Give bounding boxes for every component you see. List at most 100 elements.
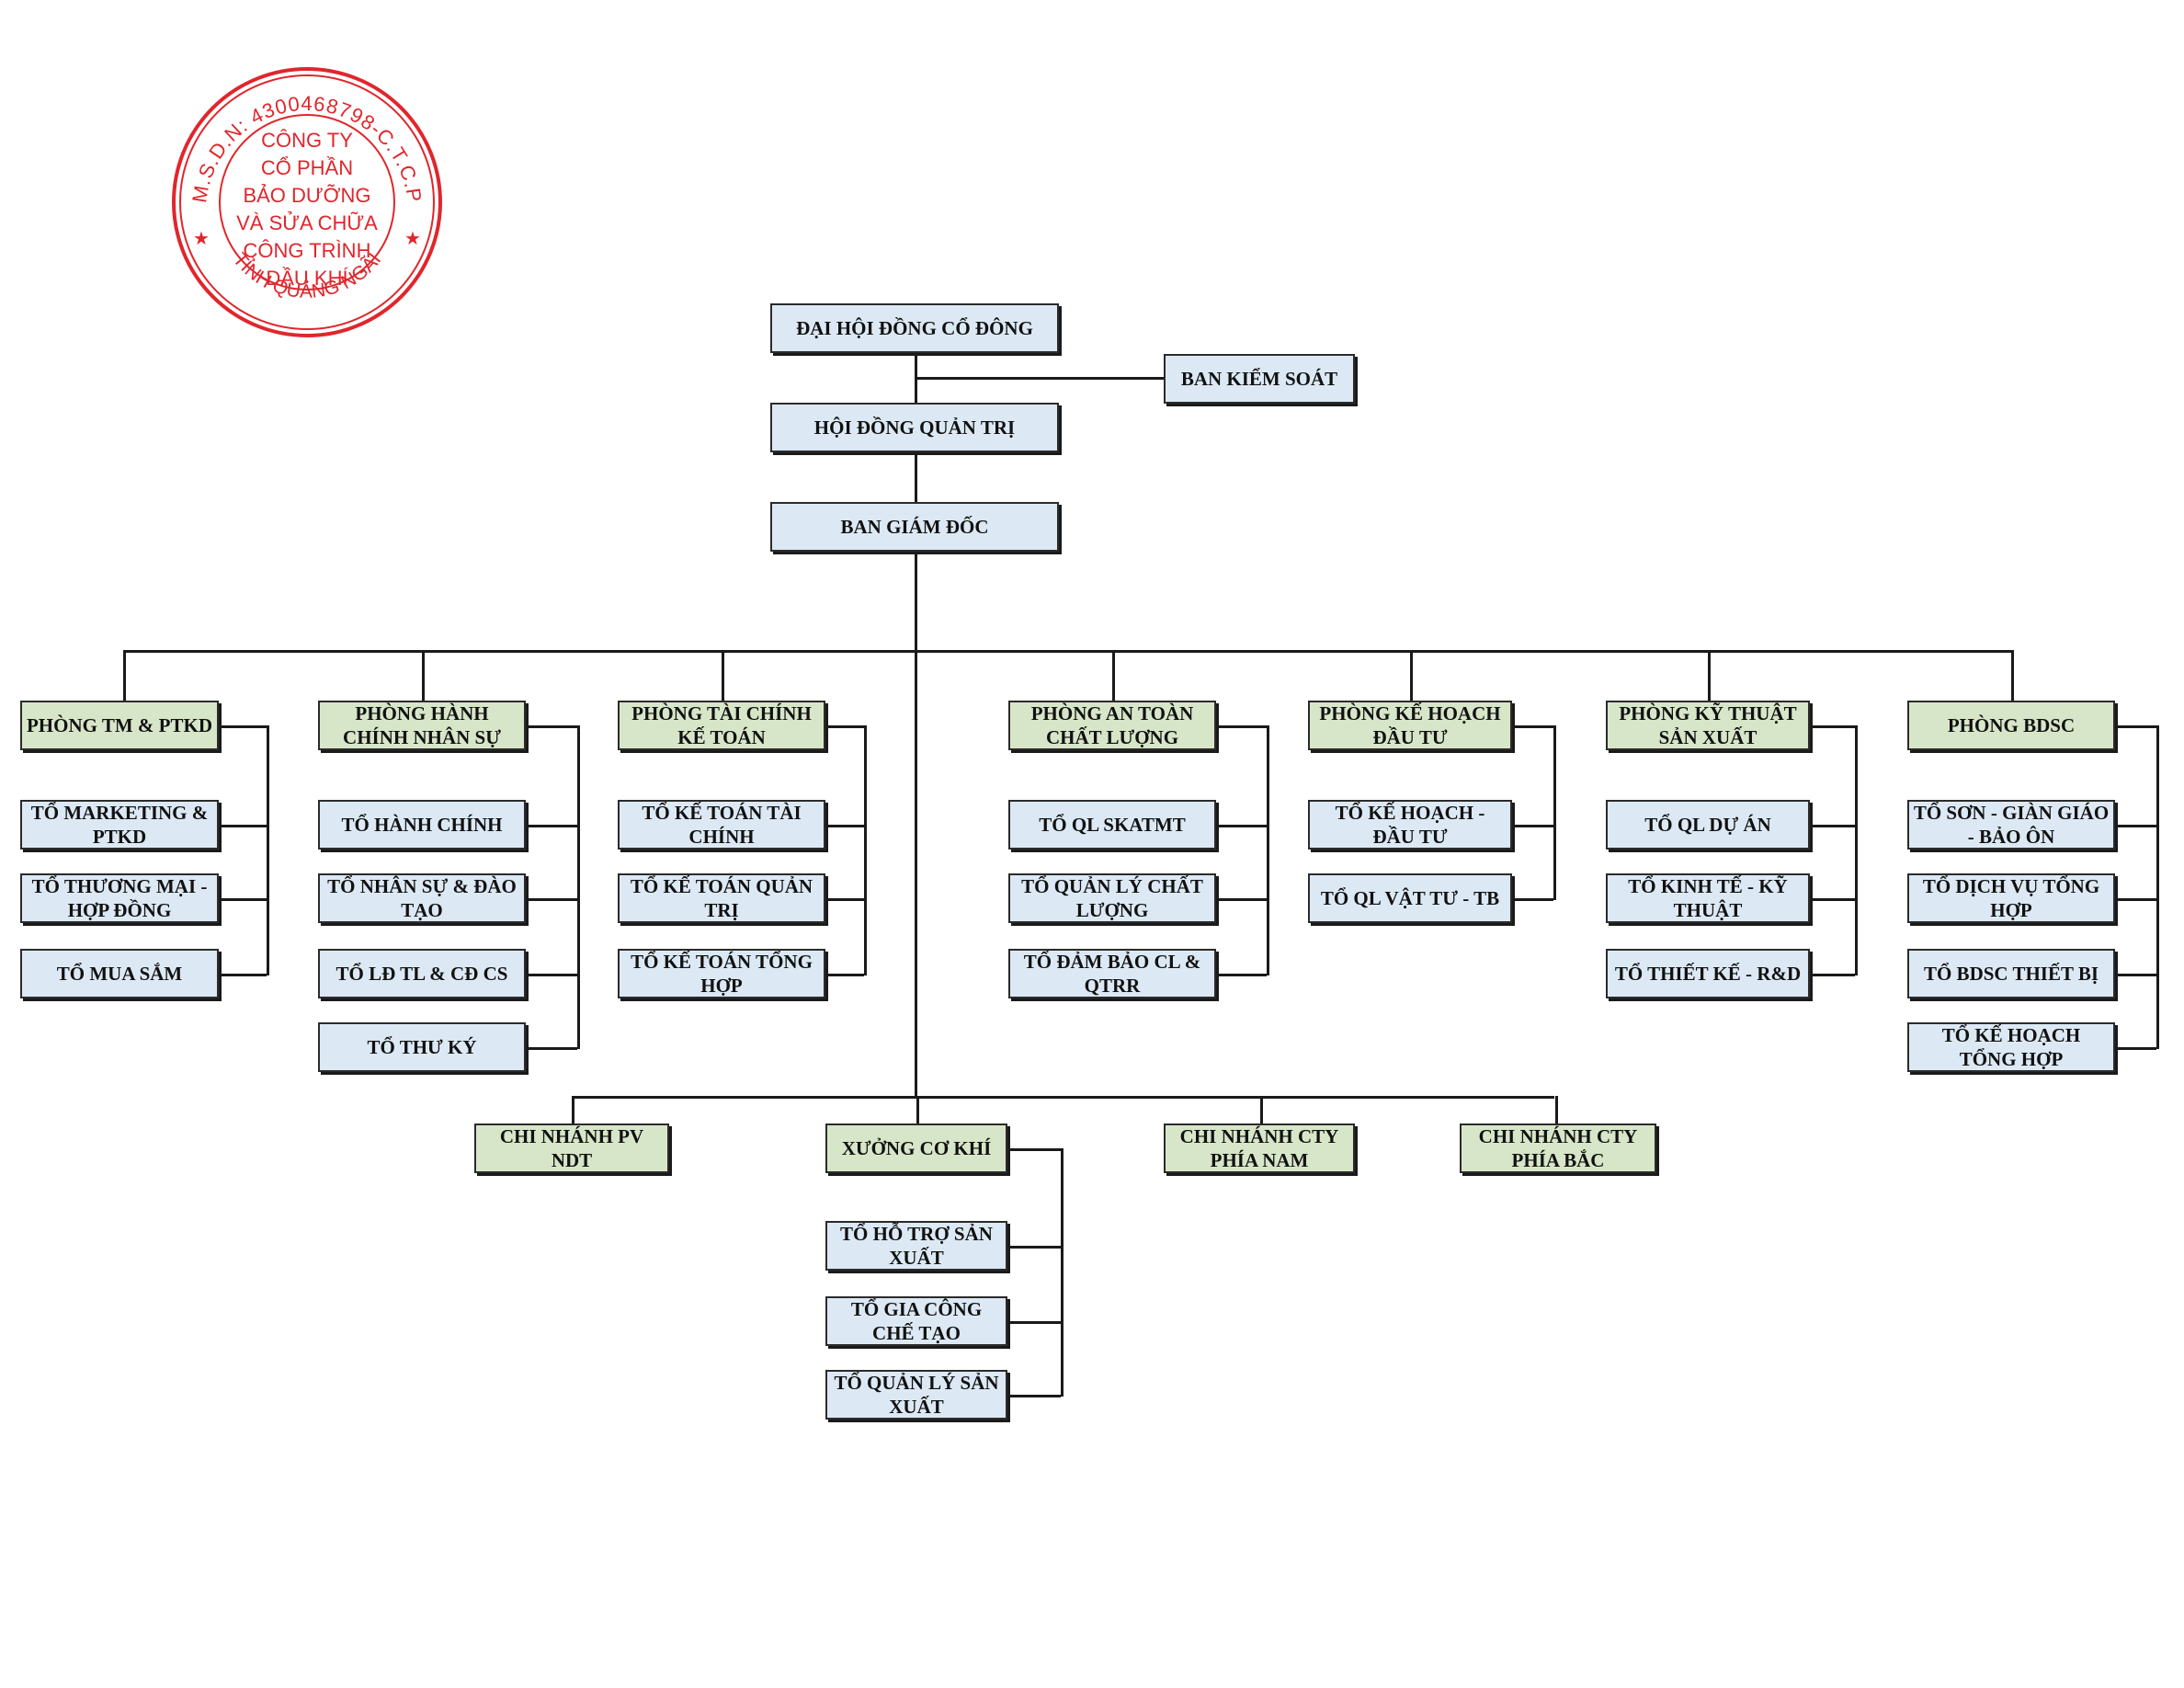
connector-line: [526, 1047, 577, 1050]
connector-line: [1855, 725, 1858, 975]
connector-line: [1810, 898, 1855, 901]
connector-line: [267, 725, 269, 975]
team-box: TỔ GIA CÔNG CHẾ TẠO: [825, 1296, 1007, 1346]
connector-line: [915, 452, 917, 502]
connector-line: [219, 725, 267, 728]
team-box: TỔ SƠN - GIÀN GIÁO - BẢO ÔN: [1907, 800, 2115, 850]
seal-text-line: CỔ PHẦN: [261, 156, 353, 179]
department-box: PHÒNG TÀI CHÍNH KẾ TOÁN: [618, 701, 825, 750]
shareholders-box: ĐẠI HỘI ĐỒNG CỔ ĐÔNG: [770, 303, 1059, 353]
team-box: TỔ KINH TẾ - KỸ THUẬT: [1606, 873, 1810, 923]
connector-line: [572, 1096, 574, 1123]
connector-line: [1007, 1148, 1061, 1151]
connector-line: [1553, 725, 1556, 900]
connector-line: [1810, 974, 1855, 976]
connector-line: [1512, 825, 1553, 827]
company-seal-icon: M.S.D.N: 4300468798-C.T.C.P TỈNH QUẢNG N…: [172, 67, 442, 337]
seal-text-line: BẢO DƯỠNG: [243, 184, 370, 207]
team-box: TỔ BDSC THIẾT BỊ: [1907, 949, 2115, 998]
team-box: TỔ QL SKATMT: [1008, 800, 1216, 850]
team-box: TỔ THIẾT KẾ - R&D: [1606, 949, 1810, 998]
connector-line: [1512, 725, 1553, 728]
connector-line: [825, 725, 864, 728]
connector-line: [526, 825, 577, 827]
team-box: TỔ QL VẬT TƯ - TB: [1308, 873, 1512, 923]
connector-line: [1555, 1096, 1558, 1123]
branch-box: CHI NHÁNH PV NDT: [474, 1123, 669, 1173]
connector-line: [123, 650, 126, 701]
connector-line: [864, 725, 867, 975]
department-box: PHÒNG KỸ THUẬT SẢN XUẤT: [1606, 701, 1810, 750]
connector-line: [1708, 650, 1711, 701]
supervisory-board-box: BAN KIỂM SOÁT: [1164, 354, 1355, 404]
connector-line: [1061, 1148, 1064, 1397]
team-box: TỔ LĐ TL & CĐ CS: [318, 949, 526, 998]
team-box: TỔ ĐẢM BẢO CL & QTRR: [1008, 949, 1216, 998]
team-box: TỔ HÀNH CHÍNH: [318, 800, 526, 850]
connector-line: [1260, 1096, 1263, 1123]
connector-line: [1216, 725, 1267, 728]
seal-outer-ring: [172, 67, 442, 337]
seal-text-line: DẦU KHÍ: [266, 267, 348, 290]
connector-line: [1216, 974, 1267, 976]
department-box: PHÒNG KẾ HOẠCH ĐẦU TƯ: [1308, 701, 1512, 750]
connector-line: [1007, 1395, 1061, 1397]
team-box: TỔ MUA SẮM: [20, 949, 219, 998]
connector-line: [2156, 725, 2159, 1049]
team-box: TỔ KẾ TOÁN QUẢN TRỊ: [618, 873, 825, 923]
connector-line: [2115, 725, 2156, 728]
connector-line: [526, 725, 577, 728]
seal-inner-ring: [179, 74, 435, 330]
branch-box: XƯỞNG CƠ KHÍ: [825, 1123, 1007, 1173]
connector-line: [219, 974, 267, 976]
team-box: TỔ QUẢN LÝ SẢN XUẤT: [825, 1370, 1007, 1420]
seal-center-ring: [219, 114, 395, 291]
connector-line: [916, 1096, 919, 1123]
branch-box: CHI NHÁNH CTY PHÍA BẮC: [1460, 1123, 1656, 1173]
team-box: TỔ THƯ KÝ: [318, 1022, 526, 1072]
management-box: BAN GIÁM ĐỐC: [770, 502, 1059, 552]
branch-box: CHI NHÁNH CTY PHÍA NAM: [1164, 1123, 1355, 1173]
board-of-directors-box: HỘI ĐỒNG QUẢN TRỊ: [770, 403, 1059, 452]
connector-line: [825, 898, 864, 901]
seal-star-right-icon: ★: [404, 229, 421, 249]
team-box: TỔ KẾ TOÁN TỔNG HỢP: [618, 949, 825, 998]
connector-line: [915, 552, 917, 1098]
connector-line: [574, 1096, 1554, 1099]
team-box: TỔ DỊCH VỤ TỔNG HỢP: [1907, 873, 2115, 923]
team-box: TỔ HỖ TRỢ SẢN XUẤT: [825, 1221, 1007, 1271]
department-box: PHÒNG TM & PTKD: [20, 701, 219, 750]
connector-line: [2115, 825, 2156, 827]
department-box: PHÒNG AN TOÀN CHẤT LƯỢNG: [1008, 701, 1216, 750]
connector-line: [1216, 898, 1267, 901]
team-box: TỔ THƯƠNG MẠI - HỢP ĐỒNG: [20, 873, 219, 923]
connector-line: [1267, 725, 1269, 975]
connector-line: [1216, 825, 1267, 827]
connector-line: [1112, 650, 1115, 701]
connector-line: [915, 377, 1164, 380]
connector-line: [2115, 1047, 2156, 1050]
connector-line: [2011, 650, 2014, 701]
team-box: TỔ KẾ HOẠCH - ĐẦU TƯ: [1308, 800, 1512, 850]
seal-star-left-icon: ★: [193, 229, 210, 249]
team-box: TỔ KẾ HOẠCH TỔNG HỢP: [1907, 1022, 2115, 1072]
seal-text-line: CÔNG TRÌNH: [244, 239, 371, 262]
connector-line: [1810, 725, 1855, 728]
connector-line: [1007, 1321, 1061, 1324]
connector-line: [1007, 1246, 1061, 1249]
seal-text-line: VÀ SỬA CHỮA: [236, 211, 378, 234]
team-box: TỔ KẾ TOÁN TÀI CHÍNH: [618, 800, 825, 850]
department-box: PHÒNG BDSC: [1907, 701, 2115, 750]
connector-line: [1810, 825, 1855, 827]
connector-line: [825, 974, 864, 976]
connector-line: [825, 825, 864, 827]
connector-line: [526, 974, 577, 976]
connector-line: [526, 898, 577, 901]
connector-line: [1512, 898, 1553, 901]
connector-line: [722, 650, 724, 701]
connector-line: [422, 650, 425, 701]
team-box: TỔ QUẢN LÝ CHẤT LƯỢNG: [1008, 873, 1216, 923]
team-box: TỔ MARKETING & PTKD: [20, 800, 219, 850]
connector-line: [1410, 650, 1413, 701]
